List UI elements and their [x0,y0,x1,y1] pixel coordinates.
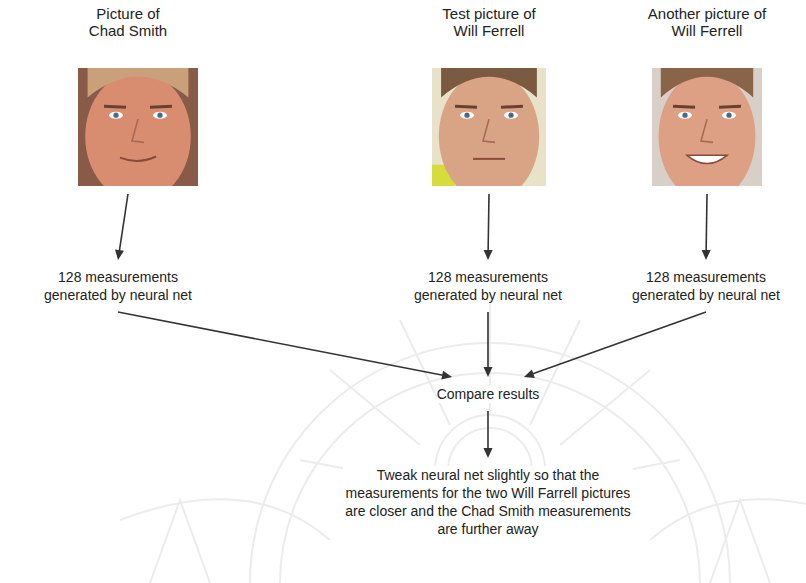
flow-arrow [524,312,706,378]
arrow-head [484,250,493,260]
photo-heading: Test picture of Will Ferrell [429,5,549,39]
node-text: 128 measurements generated by neural net [620,268,792,304]
photo-heading: Picture of Chad Smith [78,5,178,39]
text-node: Compare results [437,385,540,403]
arrow-head [441,371,452,380]
arrow-line [705,194,707,252]
face-photo [652,68,762,186]
arrow-line [487,411,489,450]
node-text: 128 measurements generated by neural net [402,268,574,304]
flow-arrow [118,312,452,380]
node-text: Compare results [437,385,540,403]
flow-arrow [483,411,492,458]
arrow-line [487,312,489,369]
text-node: Tweak neural net slightly so that the me… [343,466,633,538]
node-text: 128 measurements generated by neural net [32,268,204,304]
arrow-line [118,312,444,375]
arrow-head [115,249,124,260]
photo-card: Picture of Chad Smith [78,5,178,186]
face-photo [78,68,198,186]
flow-arrow [702,194,711,260]
flow-arrow [483,312,492,377]
text-node: 128 measurements generated by neural net [32,268,204,304]
arrow-head [524,369,535,377]
arrow-line [487,194,489,252]
flow-arrow [115,194,128,260]
arrow-head [483,367,492,377]
face-photo [432,68,546,186]
photo-heading: Another picture of Will Ferrell [635,5,780,39]
text-node: 128 measurements generated by neural net [620,268,792,304]
arrow-head [483,448,492,458]
text-node: 128 measurements generated by neural net [402,268,574,304]
node-text: Tweak neural net slightly so that the me… [343,466,633,538]
flow-arrow [484,194,493,260]
arrow-line [119,194,128,252]
photo-card: Test picture of Will Ferrell [429,5,549,186]
arrow-head [702,250,711,260]
photo-card: Another picture of Will Ferrell [635,5,780,186]
arrow-line [531,312,706,374]
